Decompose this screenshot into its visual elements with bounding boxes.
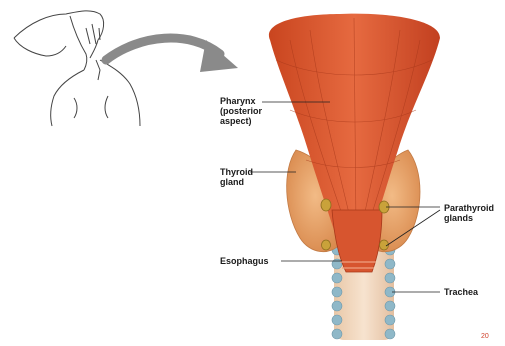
label-pharynx: Pharynx (posterior aspect) <box>220 96 262 126</box>
page-number: 20 <box>481 333 489 340</box>
label-thyroid-gland: Thyroid gland <box>220 167 253 187</box>
human-figure-sketch <box>14 11 140 126</box>
label-parathyroid-glands: Parathyroid glands <box>444 203 494 223</box>
pointer-arrowhead <box>200 40 238 72</box>
label-esophagus: Esophagus <box>220 256 269 266</box>
label-trachea: Trachea <box>444 287 478 297</box>
